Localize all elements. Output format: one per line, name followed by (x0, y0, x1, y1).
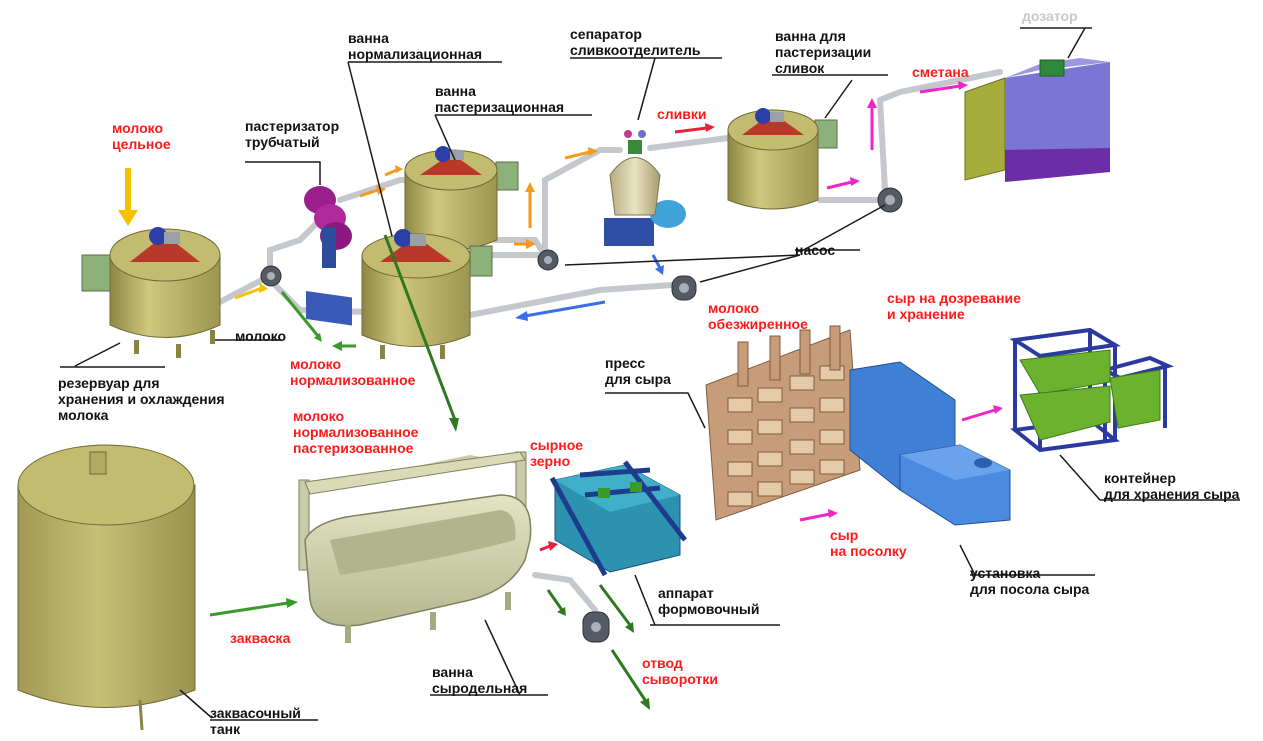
label-separator: сепаратор сливкоотделитель (570, 26, 701, 58)
label-milk: молоко (235, 328, 287, 344)
label-starter-tank: заквасочный танк (210, 705, 301, 737)
pump-3 (671, 275, 697, 301)
tubular-pasteurizer (304, 186, 352, 326)
label-pump: насос (795, 242, 836, 258)
label-salting-unit: установка для посола сыра (970, 565, 1090, 597)
pasteurization-bath-tank (361, 229, 493, 359)
label-cream: сливки (657, 106, 707, 122)
label-bath-normalization: ванна нормализационная (348, 30, 483, 62)
cheese-making-bath (298, 451, 532, 643)
label-cheese-salting: сыр на посолку (830, 527, 907, 559)
pipe-separator-to-cream-bath (647, 135, 731, 151)
label-dispenser: дозатор (1022, 8, 1078, 24)
pipe-whey (532, 572, 598, 613)
label-starter: закваска (230, 630, 291, 646)
flow-arrows (118, 81, 1003, 710)
label-forming-apparatus: аппарат формовочный (658, 585, 760, 617)
pump-2 (537, 249, 559, 271)
label-bath-cream-pasteurization: ванна для пастеризации сливок (775, 28, 872, 76)
forming-apparatus (549, 460, 687, 577)
cheese-press (705, 325, 861, 521)
pipe-up-to-doser (876, 69, 1003, 193)
label-milk-skim: молоко обезжиренное (708, 300, 808, 332)
label-pasteurizer-tube: пастеризатор трубчатый (245, 118, 340, 150)
salting-unit (849, 361, 1011, 526)
pipe-skim-return (467, 282, 675, 318)
doser-machine (964, 58, 1110, 182)
label-reservoir: резервуар для хранения и охлаждения моло… (58, 375, 225, 423)
leader-lines (60, 27, 1240, 721)
label-milk-normalized: молоко нормализованное (290, 356, 416, 388)
label-cheese-grain: сырное зерно (530, 437, 584, 469)
label-bath-pasteurization: ванна пастеризационная (435, 83, 565, 115)
label-whey-drain: отвод сыворотки (642, 655, 718, 687)
label-cheese-container: контейнер для хранения сыра (1104, 470, 1240, 502)
reservoir-tank (81, 227, 221, 358)
pipe-pump-to-pasteurizer (267, 217, 323, 271)
pipe-pasteurizer-to-bath (337, 177, 408, 203)
label-milk-norm-past: молоко нормализованное пастеризованное (293, 408, 419, 456)
label-milk-whole: молоко цельное (112, 120, 171, 152)
pump-4 (877, 187, 903, 213)
label-cheese-ripening: сыр на дозревание и хранение (887, 290, 1021, 322)
pipe-bath-to-separator (492, 147, 623, 265)
whey-pump (582, 611, 610, 643)
label-cheese-bath: ванна сыродельная (432, 664, 528, 696)
normalization-bath-tank (404, 146, 519, 251)
separator-machine (604, 130, 686, 246)
container-trays (1019, 349, 1161, 441)
cream-pasteurization-bath (727, 108, 838, 210)
pump-1 (260, 265, 282, 287)
label-sour-cream: сметана (912, 64, 969, 80)
label-press: пресс для сыра (605, 355, 671, 387)
starter-tank (17, 444, 196, 731)
